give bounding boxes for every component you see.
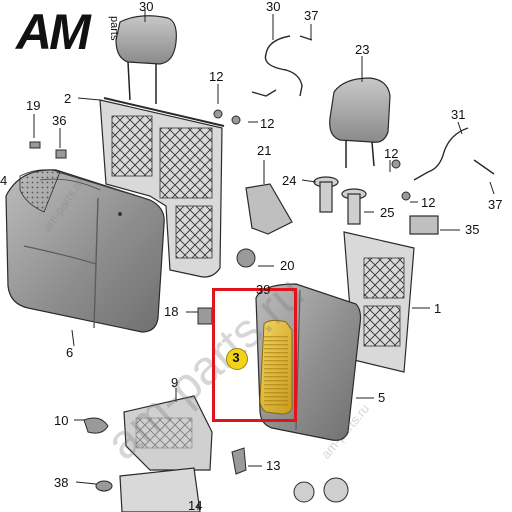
- release-cables: [251, 35, 495, 181]
- part-label: 31: [451, 107, 466, 122]
- part-label: 1: [434, 301, 442, 316]
- part-label: 12: [384, 146, 399, 161]
- part-label: 21: [257, 143, 272, 158]
- logo-sub: parts: [108, 16, 120, 41]
- part-label: 30: [266, 0, 281, 14]
- hardware-fasteners: [29, 109, 411, 492]
- part-label: 30: [139, 0, 154, 14]
- callout-badge: [226, 348, 248, 370]
- lower-frame: [119, 395, 213, 512]
- headrest-right: [329, 77, 391, 168]
- round-caps: [293, 477, 349, 503]
- highlight-box: [212, 288, 297, 422]
- part-label: 12: [260, 116, 275, 131]
- part-label: 38: [54, 475, 69, 490]
- part-label: 12: [421, 195, 436, 210]
- bracket-21: [245, 183, 293, 235]
- part-label: 25: [380, 205, 395, 220]
- highlighted-part-3: [259, 319, 293, 415]
- logo-brand: AM: [16, 4, 91, 60]
- seat-frame-left: [99, 97, 225, 278]
- part-label: 37: [488, 197, 503, 212]
- am-parts-logo: AM parts: [16, 4, 136, 60]
- headrest-left: [115, 15, 177, 104]
- part-label: 13: [266, 458, 281, 473]
- callout-label: 3: [232, 350, 240, 365]
- headrest-guides: [313, 176, 367, 225]
- part-label: 2: [64, 91, 72, 106]
- leader-lines: [33, 10, 495, 510]
- part-label: 36: [52, 113, 67, 128]
- part-label: 24: [282, 173, 297, 188]
- part-label: 37: [304, 8, 319, 23]
- part-label: 20: [280, 258, 295, 273]
- seat-back-cushion-large: [5, 169, 165, 333]
- part-label: 12: [209, 69, 224, 84]
- part-label: 4: [0, 173, 8, 188]
- part-label: 14: [188, 498, 203, 512]
- part-label: 19: [26, 98, 41, 113]
- part-label: 5: [378, 390, 386, 405]
- part-label: 6: [66, 345, 74, 360]
- part-label: 9: [171, 375, 179, 390]
- part-label: 18: [164, 304, 179, 319]
- part-label: 10: [54, 413, 69, 428]
- switch-35: [409, 215, 439, 235]
- part-label: 23: [355, 42, 370, 57]
- part-label: 39: [256, 282, 271, 297]
- part-label: 35: [465, 222, 480, 237]
